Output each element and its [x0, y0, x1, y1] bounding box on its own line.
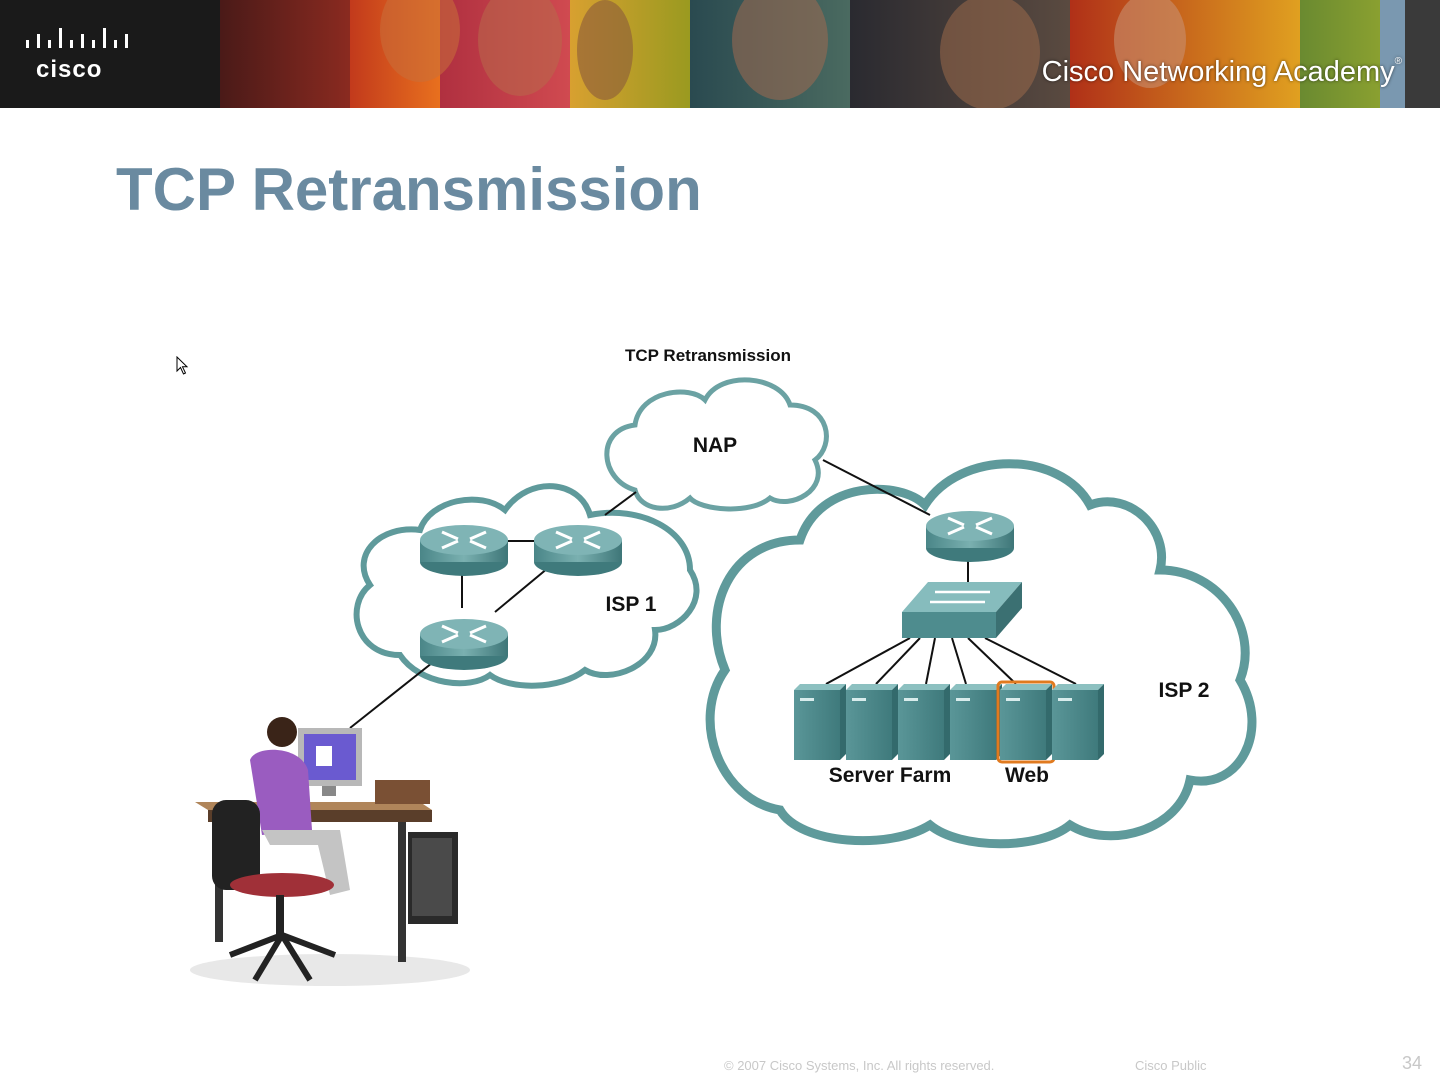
web-label: Web — [1005, 764, 1049, 787]
link-r3-pc — [349, 662, 433, 729]
isp1-label: ISP 1 — [606, 593, 657, 616]
server-icon — [950, 684, 1002, 760]
router-icon — [420, 525, 508, 576]
academy-text: Cisco Networking Academy — [1041, 56, 1395, 88]
server-icon — [794, 684, 846, 760]
web-server-icon — [996, 680, 1056, 764]
page-number: 34 — [1402, 1053, 1423, 1073]
cisco-wordmark: cisco — [36, 56, 103, 83]
server-icon — [846, 684, 898, 760]
link-nap-isp2 — [822, 459, 931, 516]
nap-cloud — [604, 377, 829, 512]
link-r2-r3 — [494, 567, 549, 613]
footer-classification: Cisco Public — [1135, 1058, 1207, 1073]
banner-photo-strip — [220, 0, 1440, 108]
nap-label: NAP — [693, 434, 737, 457]
cisco-bars-icon — [26, 28, 128, 48]
academy-wordmark: Cisco Networking Academy® — [1042, 56, 1402, 89]
header-banner: cisco Cisco Networking Academy® — [0, 0, 1440, 108]
server-icon — [1052, 684, 1104, 760]
server-icon — [898, 684, 950, 760]
server-farm-label: Server Farm — [829, 764, 952, 787]
diagram-caption: TCP Retransmission — [625, 346, 791, 365]
footer-copyright: © 2007 Cisco Systems, Inc. All rights re… — [724, 1058, 995, 1073]
switch-icon — [902, 582, 1022, 638]
slide-title: TCP Retransmission — [116, 156, 702, 223]
link-isp1-nap — [604, 491, 637, 516]
cisco-logo: cisco — [0, 0, 220, 108]
router-icon — [534, 525, 622, 576]
registered-mark: ® — [1394, 56, 1402, 67]
router-icon — [926, 511, 1014, 562]
user-workstation-icon — [190, 717, 470, 986]
isp2-label: ISP 2 — [1159, 679, 1210, 702]
network-diagram: TCP Retransmission NAP ISP 1 ISP 2 — [190, 346, 1257, 986]
router-icon — [420, 619, 508, 670]
mouse-pointer-icon — [176, 356, 189, 375]
